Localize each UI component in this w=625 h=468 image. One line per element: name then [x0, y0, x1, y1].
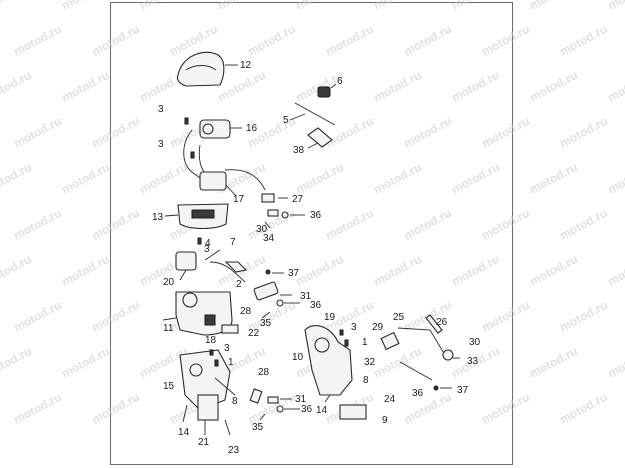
callout-label: 23 — [228, 445, 240, 456]
callout-label: 12 — [240, 60, 252, 71]
callout-label: 24 — [384, 394, 396, 405]
callout-label: 1 — [228, 357, 234, 368]
part-rod — [289, 102, 336, 126]
callout-label: 36 — [412, 388, 424, 399]
callout-label: 28 — [240, 306, 252, 317]
callout-label: 8 — [363, 375, 369, 386]
part-washer — [265, 269, 284, 275]
part-pin — [184, 117, 195, 159]
callout-label: 19 — [324, 312, 336, 323]
callout-label: 31 — [300, 291, 312, 302]
part-mount-bracket — [164, 203, 229, 230]
callout-label: 35 — [260, 318, 272, 329]
part-pin — [209, 349, 236, 396]
part-cable — [209, 261, 248, 283]
callout-label: 37 — [457, 385, 469, 396]
callout-label: 3 — [224, 343, 230, 354]
callout-label: 11 — [163, 323, 174, 334]
callout-label: 35 — [252, 422, 264, 433]
part-connector — [253, 281, 292, 301]
callout-label: 5 — [283, 115, 289, 126]
part-carburetor-right — [304, 325, 367, 420]
part-coil — [199, 171, 237, 197]
callout-label: 27 — [292, 194, 304, 205]
callout-label: 18 — [205, 335, 217, 346]
callout-label: 30 — [469, 337, 481, 348]
part-hardware-lower — [249, 388, 300, 421]
callout-label: 36 — [310, 210, 322, 221]
callout-label: 3 — [204, 244, 210, 255]
part-clip — [317, 83, 337, 98]
part-hardware-right — [339, 314, 460, 391]
callout-label: 31 — [295, 394, 307, 405]
callout-label: 4 — [205, 238, 211, 249]
callout-label: 15 — [163, 381, 175, 392]
part-hardware-upper — [261, 193, 305, 229]
callout-label: 1 — [362, 337, 368, 348]
callout-label: 3 — [158, 104, 164, 115]
callout-label: 13 — [152, 212, 164, 223]
callout-label: 14 — [178, 427, 190, 438]
callout-label: 30 — [256, 224, 268, 235]
callout-label: 8 — [232, 396, 238, 407]
callout-label: 16 — [246, 123, 258, 134]
callout-label: 9 — [382, 415, 388, 426]
callout-label: 6 — [337, 76, 343, 87]
callout-label: 38 — [293, 145, 305, 156]
callout-label: 28 — [258, 367, 270, 378]
callout-label: 22 — [248, 328, 260, 339]
part-hardware-middle — [261, 299, 300, 319]
part-block — [221, 324, 239, 334]
part-sleeve — [307, 127, 333, 149]
callout-label: 3 — [158, 139, 164, 150]
callout-label: 33 — [467, 356, 479, 367]
part-sensor — [175, 251, 197, 281]
callout-label: 14 — [316, 405, 328, 416]
callout-label: 36 — [301, 404, 313, 415]
part-pin — [197, 237, 221, 261]
callout-label: 20 — [163, 277, 175, 288]
callout-label: 34 — [263, 233, 275, 244]
part-housing — [162, 291, 233, 336]
callout-label: 10 — [292, 352, 304, 363]
callout-label: 21 — [198, 437, 210, 448]
callout-label: 3 — [351, 322, 357, 333]
callout-label: 26 — [436, 317, 448, 328]
callout-label: 32 — [364, 357, 376, 368]
callout-label: 36 — [310, 300, 322, 311]
callout-label: 29 — [372, 322, 384, 333]
part-cover — [176, 51, 238, 87]
part-ignition-module — [199, 119, 242, 139]
callout-label: 7 — [230, 237, 236, 248]
part-carburetor-left — [179, 349, 231, 436]
callout-label: 17 — [233, 194, 245, 205]
callout-label: 2 — [236, 279, 242, 290]
callout-label: 25 — [393, 312, 405, 323]
callout-label: 37 — [288, 268, 300, 279]
